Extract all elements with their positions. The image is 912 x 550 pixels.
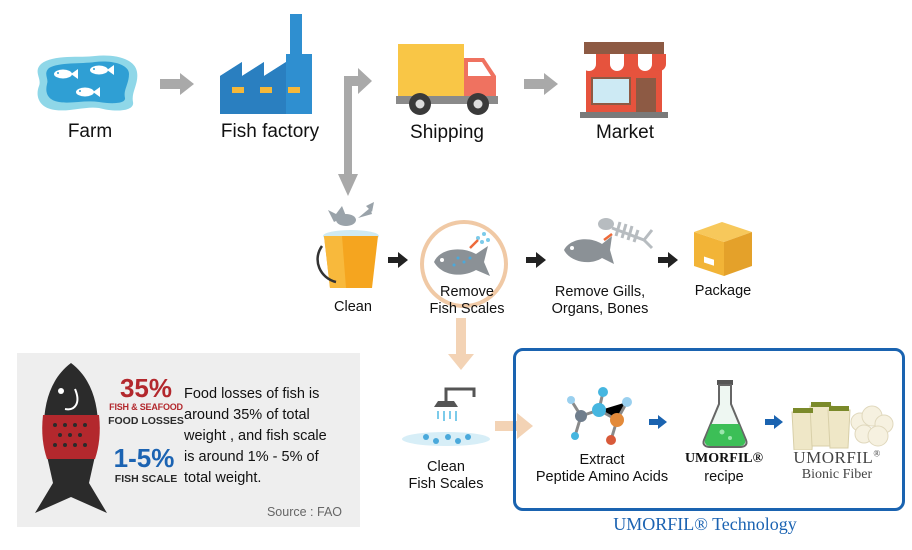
arrow-down-icon bbox=[448, 318, 474, 370]
arrow-blue-icon bbox=[765, 415, 783, 429]
label-remove-gills: Remove Gills, Organs, Bones bbox=[551, 284, 649, 317]
label-factory: Fish factory bbox=[220, 121, 320, 142]
truck-icon bbox=[396, 42, 500, 118]
label-extract: Extract Peptide Amino Acids bbox=[535, 452, 669, 485]
label-farm: Farm bbox=[67, 121, 113, 142]
fiber-label: Bionic Fiber bbox=[801, 467, 873, 482]
package-icon bbox=[690, 216, 756, 278]
label-market: Market bbox=[595, 122, 655, 143]
umorfil-technology-panel bbox=[513, 348, 905, 511]
scale-label: FISH SCALE bbox=[114, 473, 178, 485]
label-recipe: recipe bbox=[704, 469, 744, 485]
branch-arrow-icon bbox=[338, 68, 378, 198]
label-remove-scales: Remove Fish Scales bbox=[429, 284, 505, 317]
molecule-icon bbox=[563, 380, 643, 452]
food-loss-panel: 35% FISH & SEAFOOD FOOD LOSSES 1-5% FISH… bbox=[17, 353, 360, 527]
fish-farm-icon bbox=[33, 52, 143, 114]
flask-icon bbox=[700, 376, 750, 448]
fish-silhouette-icon bbox=[35, 363, 107, 515]
factory-icon bbox=[220, 14, 316, 114]
store-icon bbox=[580, 42, 668, 118]
loss-description: Food losses of fish is around 35% of tot… bbox=[184, 386, 327, 486]
fiber-brand: UMORFIL® bbox=[793, 448, 881, 467]
losses-percent: 35% bbox=[119, 373, 173, 403]
losses-label-2: FOOD LOSSES bbox=[108, 415, 184, 427]
label-package: Package bbox=[694, 283, 752, 299]
shower-scales-icon bbox=[400, 385, 492, 449]
recipe-brand: UMORFIL® bbox=[684, 451, 764, 466]
yarn-spools-icon bbox=[790, 398, 894, 450]
label-clean-scales: Clean Fish Scales bbox=[408, 459, 484, 492]
arrow-blue-icon bbox=[649, 415, 667, 429]
arrow-right-icon bbox=[160, 73, 194, 95]
scale-percent: 1-5% bbox=[113, 443, 175, 473]
label-clean: Clean bbox=[334, 299, 372, 315]
label-shipping: Shipping bbox=[410, 122, 484, 143]
arrow-small-icon bbox=[658, 252, 678, 268]
arrow-small-icon bbox=[388, 252, 408, 268]
bucket-fish-icon bbox=[316, 200, 386, 292]
losses-label-1: FISH & SEAFOOD bbox=[109, 402, 183, 412]
fish-skeleton-icon bbox=[560, 210, 656, 282]
arrow-small-icon bbox=[526, 252, 546, 268]
source-note: Source : FAO bbox=[266, 505, 342, 519]
remove-scales-icon bbox=[418, 218, 510, 310]
arrow-right-icon bbox=[524, 73, 558, 95]
technology-caption: UMORFIL® Technology bbox=[613, 514, 797, 534]
